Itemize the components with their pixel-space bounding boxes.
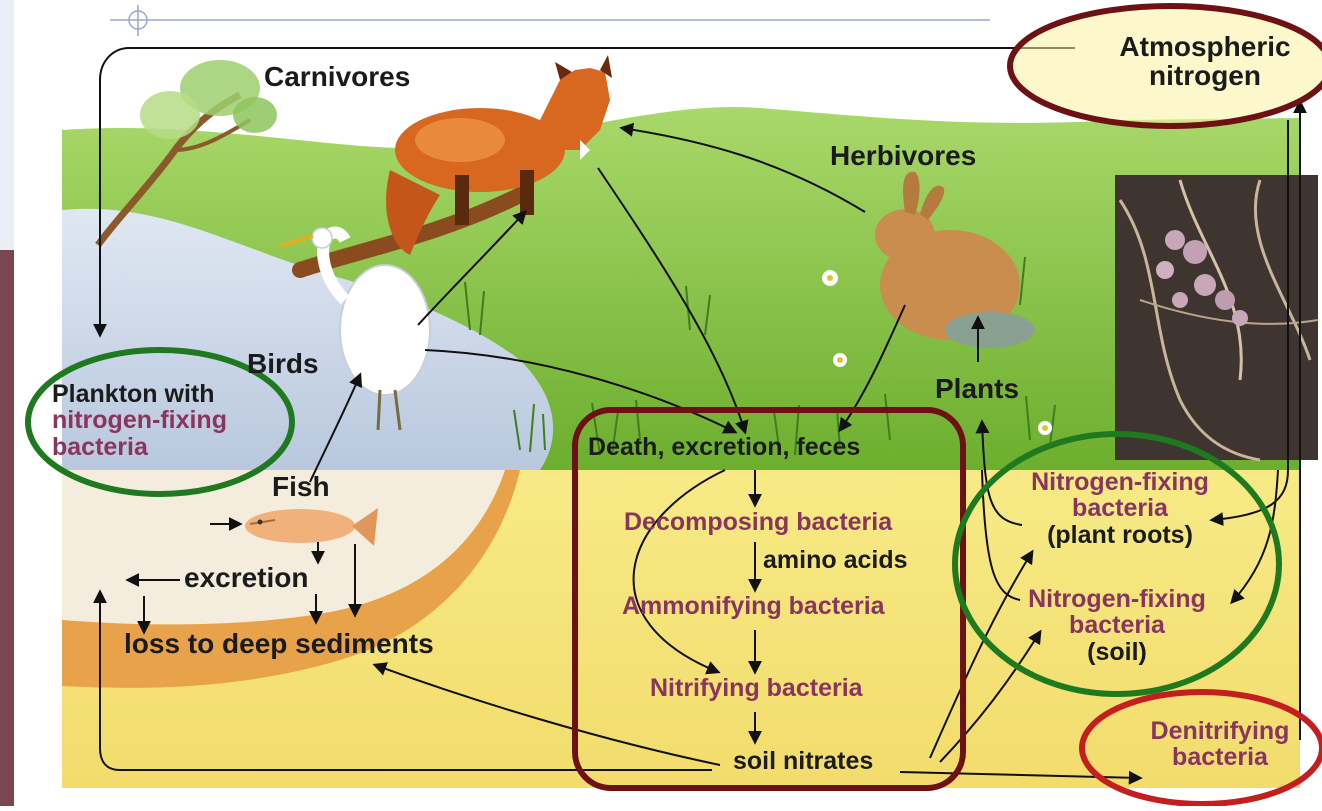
nfix-soil-line-1: Nitrogen-fixing bbox=[1002, 586, 1232, 612]
nfix-soil-line-2: bacteria bbox=[1002, 612, 1232, 638]
nfix-roots-line-3: (plant roots) bbox=[1000, 522, 1240, 548]
carnivores-label: Carnivores bbox=[264, 62, 410, 91]
decomposing-bacteria-label: Decomposing bacteria bbox=[624, 509, 892, 535]
nfix-roots-line-1: Nitrogen-fixing bbox=[1000, 469, 1240, 495]
plankton-label-line-2: nitrogen-fixing bbox=[52, 407, 227, 433]
soil-nitrates-label: soil nitrates bbox=[733, 748, 873, 774]
plankton-label: Plankton with nitrogen-fixing bacteria bbox=[52, 381, 227, 460]
nitrogen-fixing-roots-label: Nitrogen-fixing bacteria (plant roots) bbox=[1000, 469, 1240, 548]
loss-to-sediments-label: loss to deep sediments bbox=[124, 629, 434, 658]
amino-acids-label: amino acids bbox=[763, 547, 908, 573]
atmospheric-label-line-1: Atmospheric bbox=[1090, 32, 1320, 61]
atmospheric-label-line-2: nitrogen bbox=[1090, 61, 1320, 90]
ammonifying-bacteria-label: Ammonifying bacteria bbox=[622, 593, 885, 619]
denitrifying-bacteria-label: Denitrifying bacteria bbox=[1120, 718, 1320, 771]
denitrifying-line-1: Denitrifying bbox=[1120, 718, 1320, 744]
nfix-roots-line-2: bacteria bbox=[1000, 495, 1240, 521]
guide-line bbox=[110, 5, 990, 36]
excretion-label: excretion bbox=[184, 563, 309, 592]
left-slide-strip bbox=[0, 0, 14, 806]
nitrifying-bacteria-label: Nitrifying bacteria bbox=[650, 675, 863, 701]
nitrogen-fixing-soil-label: Nitrogen-fixing bacteria (soil) bbox=[1002, 586, 1232, 665]
fish-label: Fish bbox=[272, 472, 330, 501]
birds-label: Birds bbox=[247, 349, 319, 378]
denitrifying-line-2: bacteria bbox=[1120, 744, 1320, 770]
atmospheric-nitrogen-label: Atmospheric nitrogen bbox=[1090, 32, 1320, 91]
plants-label: Plants bbox=[935, 374, 1019, 403]
herbivores-label: Herbivores bbox=[830, 141, 976, 170]
plankton-label-line-1: Plankton with bbox=[52, 381, 227, 407]
plankton-label-line-3: bacteria bbox=[52, 434, 227, 460]
nfix-soil-line-3: (soil) bbox=[1002, 639, 1232, 665]
death-excretion-label: Death, excretion, feces bbox=[588, 434, 860, 460]
